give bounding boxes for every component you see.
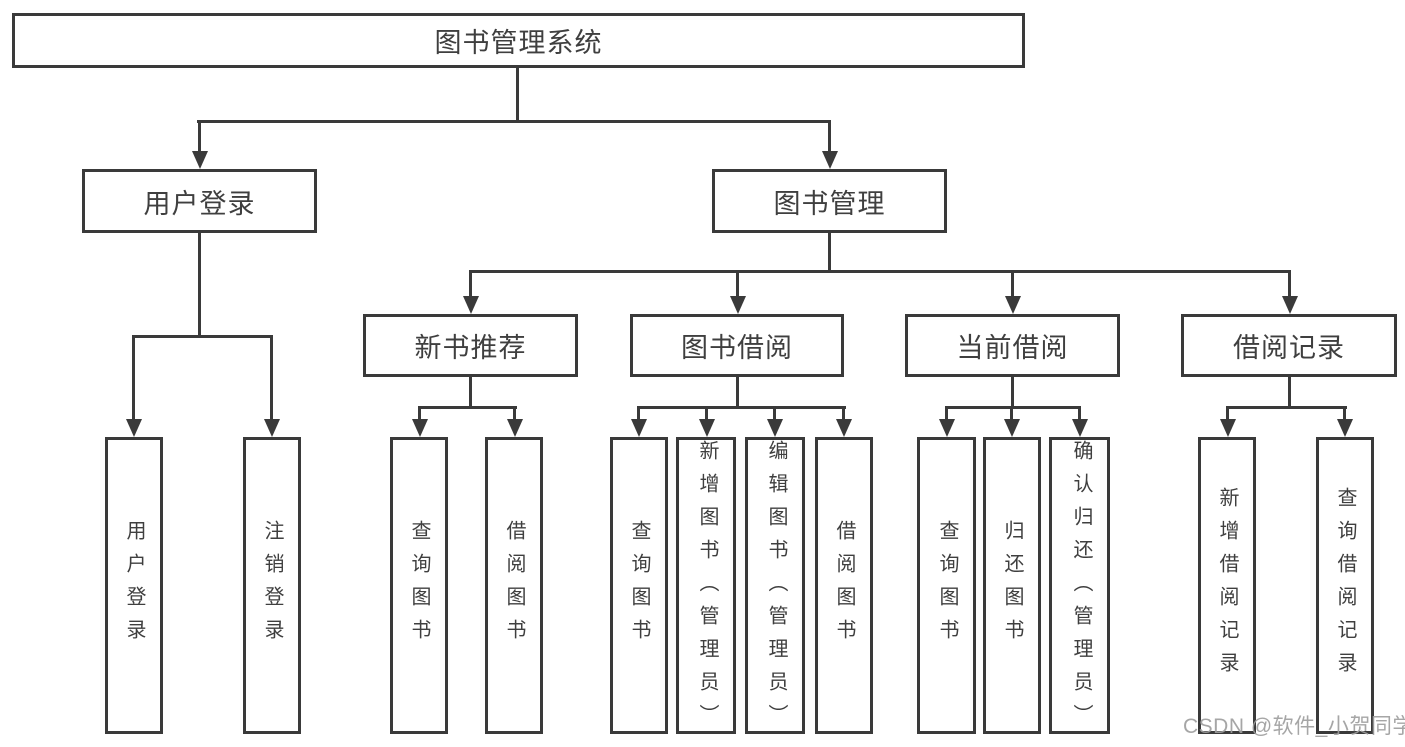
node-borrowing-records: 借阅记录: [1181, 314, 1397, 377]
connector-arrow-nbr-query-books: [411, 406, 428, 437]
connector-book-management-stem: [828, 233, 831, 273]
connector-arrow-book-management: [821, 120, 838, 169]
leaf-user-login: 用户登录: [105, 437, 163, 734]
connector-arrow-borrowing-records: [1281, 270, 1298, 314]
connector-user-login-stem: [198, 233, 201, 338]
node-current-borrowing: 当前借阅: [905, 314, 1120, 377]
connector-arrow-new-book-recommend: [462, 270, 479, 314]
connector-arrow-bb-add-books: [698, 406, 715, 437]
leaf-br-add-record: 新增借阅记录: [1198, 437, 1256, 734]
connector-borrowing-records-branch: [1226, 406, 1347, 409]
connector-current-borrowing-branch: [945, 406, 1081, 409]
connector-arrow-br-add-record: [1219, 406, 1236, 437]
leaf-nbr-borrow-books: 借阅图书: [485, 437, 543, 734]
connector-arrow-cb-query-books: [938, 406, 955, 437]
connector-book-borrowing-stem: [736, 377, 739, 409]
leaf-bb-edit-books-admin: 编辑图书（管理员）: [745, 437, 805, 734]
connector-current-borrowing-stem: [1011, 377, 1014, 409]
connector-arrow-bb-edit-books: [766, 406, 783, 437]
connector-arrow-cb-confirm-return: [1071, 406, 1088, 437]
connector-arrow-nbr-borrow-books: [506, 406, 523, 437]
connector-book-borrowing-branch: [637, 406, 846, 409]
node-new-book-recommend: 新书推荐: [363, 314, 578, 377]
leaf-cb-return-books: 归还图书: [983, 437, 1041, 734]
connector-arrow-login: [125, 335, 142, 437]
connector-arrow-br-query-record: [1336, 406, 1353, 437]
connector-borrowing-records-stem: [1288, 377, 1291, 409]
connector-arrow-user-login: [191, 120, 208, 169]
leaf-nbr-query-books: 查询图书: [390, 437, 448, 734]
connector-new-book-recommend-branch: [418, 406, 517, 409]
leaf-cb-confirm-return-admin: 确认归还（管理员）: [1049, 437, 1110, 734]
leaf-bb-add-books-admin: 新增图书（管理员）: [676, 437, 736, 734]
connector-arrow-book-borrowing: [729, 270, 746, 314]
leaf-bb-query-books: 查询图书: [610, 437, 668, 734]
node-user-login: 用户登录: [82, 169, 317, 233]
node-library-system: 图书管理系统: [12, 13, 1025, 68]
leaf-br-query-record: 查询借阅记录: [1316, 437, 1374, 734]
connector-new-book-recommend-stem: [469, 377, 472, 409]
connector-arrow-logout: [263, 335, 280, 437]
connector-book-management-branch: [469, 270, 1291, 273]
connector-arrow-bb-borrow-books: [835, 406, 852, 437]
leaf-logout: 注销登录: [243, 437, 301, 734]
node-book-borrowing: 图书借阅: [630, 314, 844, 377]
connector-arrow-current-borrowing: [1004, 270, 1021, 314]
leaf-cb-query-books: 查询图书: [917, 437, 976, 734]
connector-arrow-cb-return-books: [1003, 406, 1020, 437]
connector-root-stem: [516, 68, 519, 123]
node-book-management: 图书管理: [712, 169, 947, 233]
leaf-bb-borrow-books: 借阅图书: [815, 437, 873, 734]
watermark-text: CSDN @软件_小贺同学: [1183, 715, 1405, 738]
connector-arrow-bb-query-books: [630, 406, 647, 437]
connector-root-branch: [197, 120, 831, 123]
connector-user-login-branch: [132, 335, 273, 338]
